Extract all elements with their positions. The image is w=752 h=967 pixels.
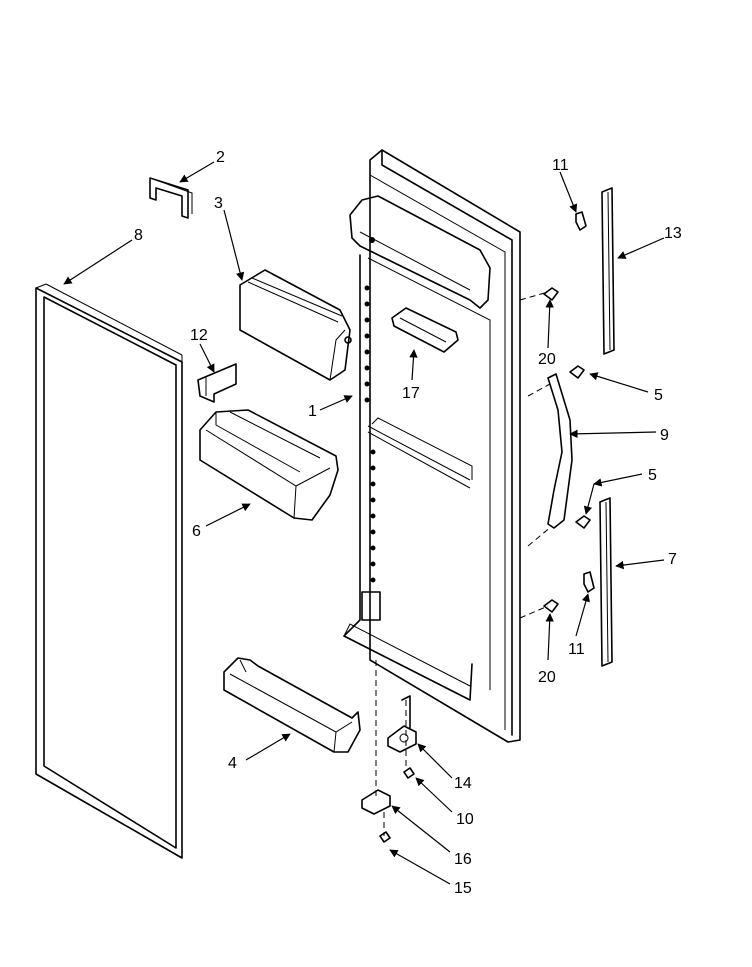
screw-20-lower <box>543 599 559 613</box>
assembly-guides <box>375 291 553 836</box>
screw-10 <box>403 767 415 779</box>
callout-6: 6 <box>192 523 201 540</box>
part-door-bin-6 <box>199 409 339 521</box>
callout-5-upper: 5 <box>654 387 663 404</box>
callout-2: 2 <box>216 149 225 166</box>
part-clip-11-lower <box>583 571 595 593</box>
callout-11-lower: 11 <box>568 641 585 658</box>
callout-16: 16 <box>454 851 472 868</box>
callout-11-upper: 11 <box>552 157 569 174</box>
part-bracket-2 <box>149 177 193 219</box>
screw-15 <box>379 831 391 843</box>
callout-20-lower: 20 <box>538 669 556 686</box>
screw-5-upper <box>569 365 585 379</box>
screw-5-lower <box>575 515 591 529</box>
part-trim-strip-13 <box>601 187 615 355</box>
part-trim-strip-7 <box>599 497 613 667</box>
callout-13: 13 <box>664 225 682 242</box>
screw-20-upper <box>543 287 559 301</box>
callout-9: 9 <box>660 427 669 444</box>
callout-1: 1 <box>308 403 317 420</box>
part-clip-12 <box>197 363 237 403</box>
part-clip-11-upper <box>575 211 587 231</box>
callout-12: 12 <box>190 327 208 344</box>
part-shelf-bin-3 <box>239 269 352 381</box>
callout-7: 7 <box>668 551 677 568</box>
part-hinge-14 <box>387 695 417 753</box>
part-lower-bin-4 <box>223 657 361 753</box>
callout-17: 17 <box>402 385 420 402</box>
part-door-liner-1 <box>343 149 521 743</box>
part-hinge-pin-16 <box>361 789 391 815</box>
part-handle-9 <box>547 373 573 529</box>
callout-5-lower: 5 <box>648 467 657 484</box>
leader-lines <box>63 161 665 885</box>
callout-20-upper: 20 <box>538 351 556 368</box>
part-tray-17 <box>391 307 459 353</box>
part-door-gasket <box>35 283 183 859</box>
callout-10: 10 <box>456 811 474 828</box>
callout-labels: 2 3 8 12 1 6 4 17 11 13 20 5 9 5 7 11 20… <box>134 149 682 897</box>
callout-4: 4 <box>228 755 237 772</box>
callout-3: 3 <box>214 195 223 212</box>
callout-8: 8 <box>134 227 143 244</box>
callout-15: 15 <box>454 880 472 897</box>
callout-14: 14 <box>454 775 472 792</box>
